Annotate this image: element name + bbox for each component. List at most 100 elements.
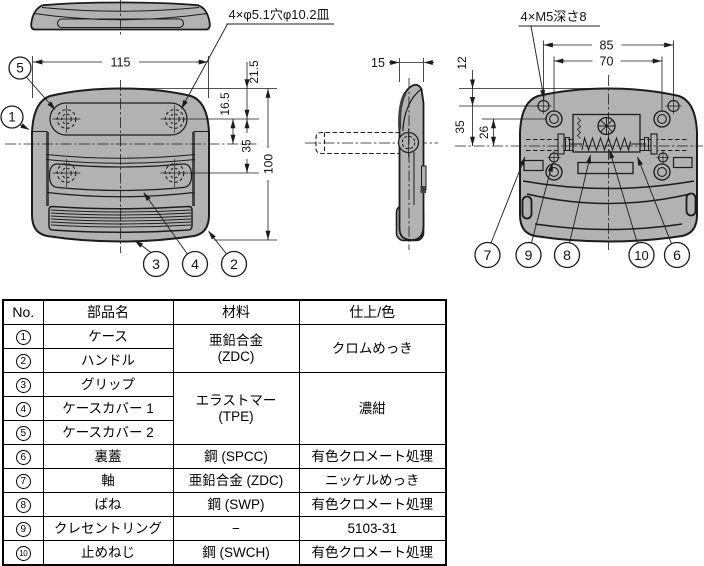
material: 亜鉛合金 (ZDC) [172,468,300,493]
finish: 5103-31 [298,516,447,541]
spring-mechanism [557,113,658,155]
top-view [30,0,211,36]
technical-drawing: 115 21.5 16.5 35 100 [0,0,703,278]
table-row: 4 ケースカバー 1 [2,396,446,421]
front-view [5,80,258,253]
m5-holes [535,98,682,164]
material-zdc: 亜鉛合金(ZDC) [172,324,300,373]
table-row: 5 ケースカバー 2 [2,420,446,445]
dim-115: 115 [111,56,131,70]
circled-number: 1 [15,330,31,346]
svg-text:7: 7 [484,247,492,263]
side-body [398,83,425,241]
back-hole-note: 4×M5深さ8 [521,9,587,24]
finish-navy: 濃紺 [298,372,447,445]
circled-number: 2 [15,354,31,370]
part-name: ばね [42,492,174,517]
callout-9 [515,241,542,269]
countersunk-holes [52,105,189,187]
callout-4 [181,250,209,278]
table-header-row: No. 部品名 材料 仕上/色 [2,299,447,325]
back-callouts: 7 9 8 10 6 [474,149,691,269]
part-name: ケースカバー 1 [42,396,174,421]
svg-text:1: 1 [8,110,16,125]
front-hole-note: 4×φ5.1穴φ10.2皿 [229,7,330,22]
part-name: グリップ [42,372,174,397]
dim-16-5: 16.5 [218,92,232,116]
svg-text:5: 5 [16,61,24,76]
finish: ニッケルめっき [298,468,447,493]
svg-text:4: 4 [191,256,199,272]
side-dimension-15: 15 [371,56,434,82]
part-name: 軸 [42,468,174,493]
dim-70: 70 [600,55,614,69]
part-name: 裏蓋 [42,444,174,469]
material-tpe: エラストマー(TPE) [172,372,300,445]
circled-number: 9 [15,522,31,538]
header-part-name: 部品名 [42,299,174,325]
callout-7 [474,241,501,269]
hole-annotations: 4×φ5.1穴φ10.2皿 4×M5深さ8 [181,7,600,109]
header-material: 材料 [172,299,300,325]
circled-number: 6 [15,450,31,466]
circled-number: 8 [15,498,31,514]
svg-text:6: 6 [673,247,681,263]
dim-12: 12 [455,56,469,70]
handle-fin-edge [402,88,422,132]
svg-text:10: 10 [634,248,648,263]
finish-chrome: クロムめっき [298,324,447,373]
part-name: ハンドル [42,348,174,373]
dim-35-back: 35 [453,120,467,134]
material: 鋼 (SWCH) [172,540,300,566]
callout-3 [142,250,170,278]
screw-bosses [545,110,671,181]
dim-35-front: 35 [240,139,254,153]
dim-85: 85 [600,39,614,53]
dim-15: 15 [371,56,385,70]
callout-2 [220,250,248,278]
finish: 有色クロメート処理 [298,492,447,517]
dim-26: 26 [477,126,491,140]
side-view: 15 [305,56,438,250]
callout-10 [628,241,655,269]
circled-number: 3 [15,378,31,394]
parts-table: No. 部品名 材料 仕上/色 1 ケース 亜鉛合金(ZDC) クロムめっき 2… [2,299,447,566]
table-row: 1 ケース 亜鉛合金(ZDC) クロムめっき [2,324,447,373]
part-name: ケースカバー 2 [42,420,174,445]
callout-8 [553,241,581,269]
svg-text:8: 8 [563,247,571,263]
table-row: 6 裏蓋 鋼 (SPCC) 有色クロメート処理 [2,444,447,469]
table-row: 7 軸 亜鉛合金 (ZDC) ニッケルめっき [2,468,447,493]
table-row: 9 クレセントリング − 5103-31 [2,516,447,541]
circled-number: 4 [15,402,31,418]
mid-band [48,163,193,192]
material: 鋼 (SPCC) [172,444,300,469]
part-name: 止めねじ [42,540,174,566]
svg-text:2: 2 [230,256,238,272]
circled-number: 7 [15,474,31,490]
table-row: 2 ハンドル [2,348,446,373]
svg-text:9: 9 [525,247,533,263]
header-finish: 仕上/色 [298,299,447,325]
spring-coil [570,135,646,152]
callout-6 [663,241,691,269]
back-view [455,75,703,250]
dim-21-5: 21.5 [247,60,261,84]
front-dimensions: 115 21.5 16.5 35 100 [32,56,277,241]
part-name: クレセントリング [42,516,174,541]
circled-number: 5 [15,426,31,442]
callout-1 [0,105,24,129]
part-name: ケース [42,324,174,349]
front-callouts: 5 1 3 4 2 [0,56,248,278]
svg-text:3: 3 [152,256,160,272]
table-row: 8 ばね 鋼 (SWP) 有色クロメート処理 [2,492,447,517]
table-row: 10 止めねじ 鋼 (SWCH) 有色クロメート処理 [2,540,447,566]
header-no: No. [2,299,44,325]
material: 鋼 (SWP) [172,492,300,517]
latch-window [577,161,634,175]
finish: 有色クロメート処理 [298,540,447,566]
dim-100: 100 [262,154,276,174]
back-dimensions: 85 70 12 35 26 [453,39,674,146]
callout-5 [8,56,32,80]
